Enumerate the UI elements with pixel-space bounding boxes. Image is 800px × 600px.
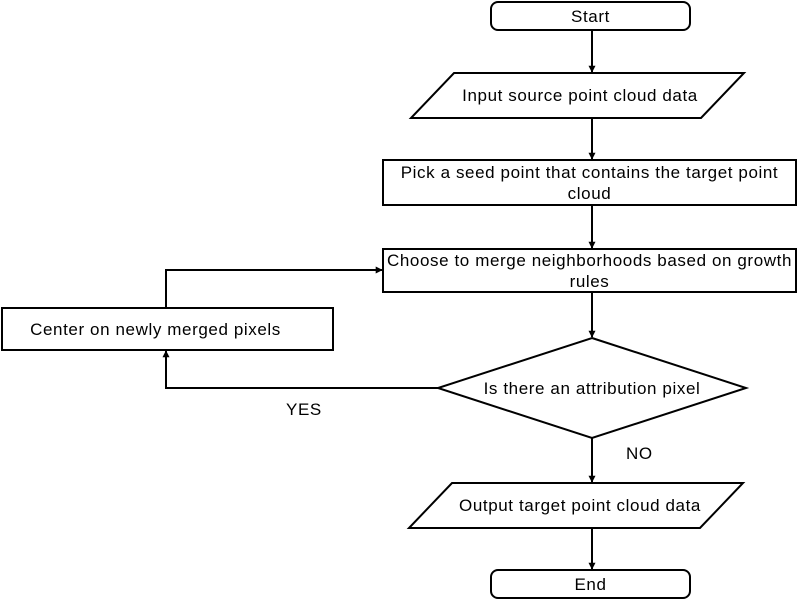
- seed-node: [382, 159, 797, 206]
- edge-decision-to-center: [162, 350, 438, 389]
- end-label: End: [574, 574, 607, 594]
- seed-label: Pick a seed point that contains the targ…: [400, 162, 779, 203]
- input-node: [408, 72, 747, 119]
- start-label: Start: [571, 6, 610, 26]
- input-label: Input source point cloud data: [462, 86, 698, 105]
- edge-center-to-merge: [165, 266, 383, 308]
- merge-label: Choose to merge neighborhoods based on g…: [386, 250, 793, 291]
- center-node: [1, 307, 334, 351]
- merge-node: [382, 248, 797, 293]
- output-label: Output target point cloud data: [459, 496, 701, 515]
- center-label: Center on newly merged pixels: [30, 319, 281, 339]
- output-node: [406, 482, 746, 529]
- no-label: NO: [626, 444, 653, 463]
- yes-label: YES: [286, 400, 322, 419]
- end-node: [490, 569, 691, 599]
- start-node: [490, 1, 691, 31]
- decision-label: Is there an attribution pixel: [483, 378, 701, 398]
